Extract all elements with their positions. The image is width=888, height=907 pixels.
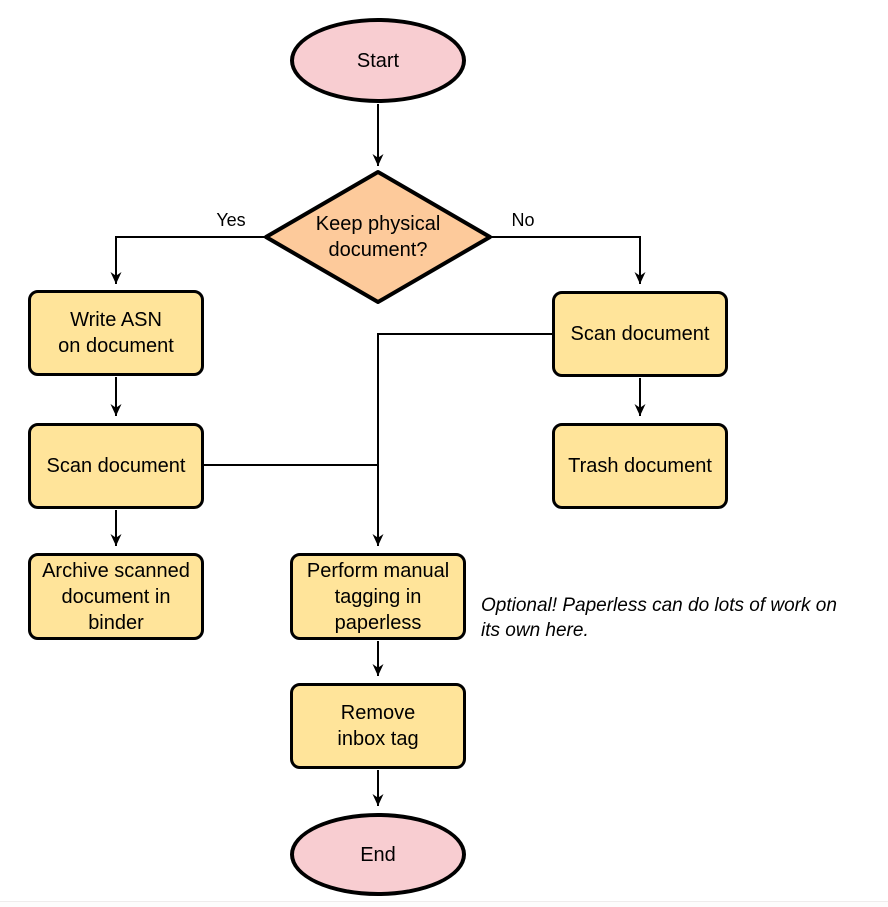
node-remove-inbox-tag: Remove inbox tag (290, 683, 466, 769)
node-remove-inbox-tag-label-line1: Remove (340, 702, 416, 724)
node-scan-document-left: Scan document (28, 423, 204, 509)
edge-label-yes: Yes (204, 210, 258, 230)
node-end: End (290, 813, 466, 896)
node-decision-label-line1: Keep physical (315, 213, 441, 235)
node-decision-label: Keep physical document? (278, 209, 478, 265)
node-start: Start (290, 18, 466, 103)
node-manual-tagging-label-line2: tagging in (334, 585, 422, 608)
page-bottom-divider (0, 901, 888, 902)
node-manual-tagging-label-line3: paperless (334, 611, 422, 634)
node-trash-document-label: Trash document (568, 455, 712, 477)
node-scan-document-right-label: Scan document (570, 323, 710, 345)
node-start-label: Start (356, 49, 400, 72)
annotation-note-line2: its own here. (481, 620, 589, 641)
node-end-label: End (360, 843, 396, 866)
edge-decision-no-to-scan-right (490, 236, 646, 284)
decision-node-shape (264, 170, 492, 304)
annotation-note-line1: Optional! Paperless can do lots of work … (481, 595, 837, 616)
node-archive-binder-label-line1: Archive scanned (42, 559, 190, 582)
node-archive-binder-label-line3: binder (88, 611, 144, 634)
node-write-asn-label-line2: on document (58, 335, 174, 357)
edge-label-no: No (496, 210, 550, 230)
node-trash-document: Trash document (552, 423, 728, 509)
node-scan-document-right: Scan document (552, 291, 728, 377)
node-scan-document-left-label: Scan document (46, 455, 186, 477)
node-decision-label-line2: document? (328, 239, 428, 261)
edge-scan-right-to-tagging (372, 333, 552, 546)
node-remove-inbox-tag-label-line2: inbox tag (337, 728, 419, 750)
node-write-asn: Write ASN on document (28, 290, 204, 376)
node-manual-tagging-label-line1: Perform manual (306, 559, 450, 582)
edge-decision-yes-to-write-asn (110, 236, 266, 284)
annotation-note: Optional! Paperless can do lots of work … (481, 593, 837, 643)
node-write-asn-label-line1: Write ASN (70, 309, 162, 331)
node-manual-tagging: Perform manual tagging in paperless (290, 553, 466, 640)
node-archive-binder-label-line2: document in (61, 585, 171, 608)
node-archive-binder: Archive scanned document in binder (28, 553, 204, 640)
page-bottom-strip (0, 902, 888, 907)
